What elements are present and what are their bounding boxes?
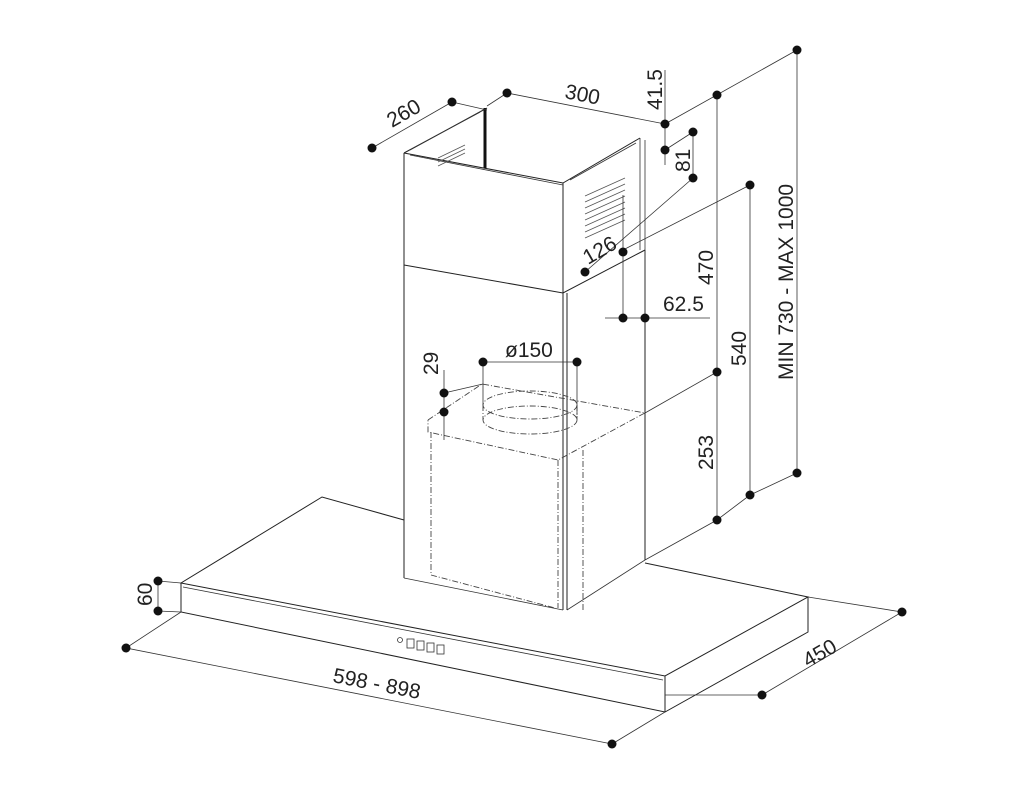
vent-grille-icon bbox=[437, 144, 626, 239]
label-diameter-150: ø150 bbox=[505, 339, 553, 362]
label-29: 29 bbox=[420, 352, 443, 375]
dimension-labels: 260 300 41.5 81 126 62.5 470 540 MIN 730… bbox=[134, 69, 841, 704]
lower-chimney bbox=[403, 249, 646, 611]
label-41-5: 41.5 bbox=[644, 69, 667, 110]
label-450: 450 bbox=[799, 635, 841, 672]
label-470: 470 bbox=[695, 250, 718, 285]
label-253: 253 bbox=[695, 435, 718, 470]
upper-chimney bbox=[403, 107, 641, 293]
dimension-lines bbox=[125, 49, 903, 745]
canopy bbox=[179, 496, 810, 713]
label-540: 540 bbox=[728, 331, 751, 366]
label-260: 260 bbox=[383, 95, 425, 132]
motor-housing bbox=[427, 383, 647, 610]
label-total-height: MIN 730 - MAX 1000 bbox=[775, 184, 798, 380]
dimension-dots bbox=[121, 45, 907, 749]
label-81: 81 bbox=[672, 149, 695, 172]
label-62-5: 62.5 bbox=[663, 293, 704, 316]
control-panel bbox=[397, 637, 445, 655]
label-60: 60 bbox=[134, 583, 157, 606]
